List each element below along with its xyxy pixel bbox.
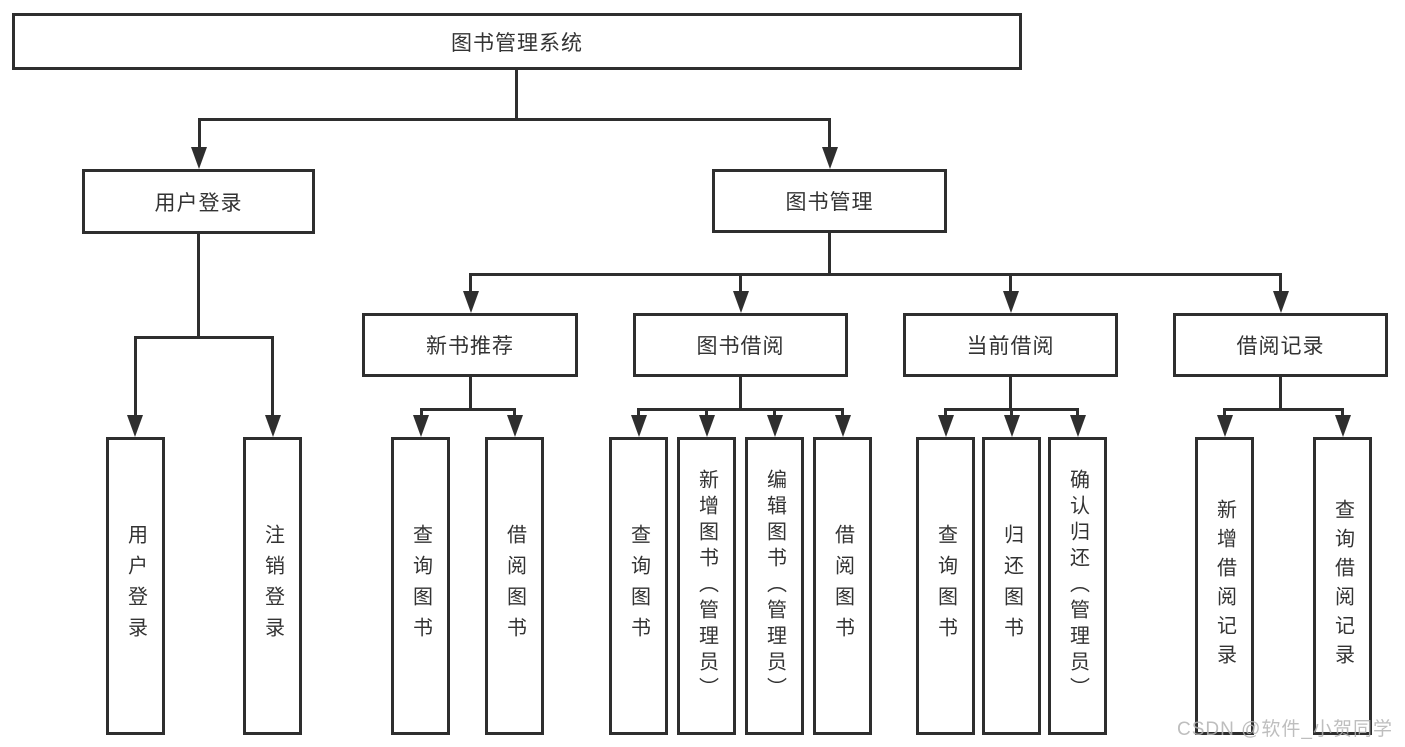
connector-line: [469, 273, 1282, 276]
connector-line: [469, 377, 472, 408]
leaf-record-add-label: 新增借阅记录: [1213, 499, 1236, 673]
arrow-down-icon: [463, 291, 479, 313]
leaf-current-confirm-admin-label: 确认归还（管理员）: [1066, 469, 1089, 703]
connector-line: [1010, 408, 1013, 415]
node-borrow-record-label: 借阅记录: [1236, 335, 1325, 358]
node-book-management: 图书管理: [712, 169, 947, 233]
leaf-newbook-query: 查询图书: [391, 437, 450, 735]
connector-line: [134, 336, 137, 415]
leaf-borrow-edit-admin-label: 编辑图书（管理员）: [763, 469, 786, 703]
node-user-login: 用户登录: [82, 169, 315, 234]
connector-line: [1341, 408, 1344, 415]
arrow-down-icon: [822, 147, 838, 169]
leaf-user-login-label: 用户登录: [124, 524, 147, 648]
csdn-watermark: CSDN @软件_小贺同学: [1177, 719, 1393, 740]
arrow-down-icon: [699, 415, 715, 437]
leaf-record-query: 查询借阅记录: [1313, 437, 1372, 735]
node-root-label: 图书管理系统: [451, 31, 583, 55]
connector-line: [198, 118, 831, 121]
leaf-record-query-label: 查询借阅记录: [1331, 499, 1354, 673]
leaf-borrow-book-label: 借阅图书: [831, 524, 854, 648]
node-borrow-record: 借阅记录: [1173, 313, 1388, 377]
connector-line: [828, 233, 831, 273]
arrow-down-icon: [127, 415, 143, 437]
leaf-newbook-borrow-label: 借阅图书: [503, 524, 526, 648]
arrow-down-icon: [1217, 415, 1233, 437]
leaf-current-query-label: 查询图书: [934, 524, 957, 648]
arrow-down-icon: [1004, 415, 1020, 437]
leaf-user-login: 用户登录: [106, 437, 165, 735]
connector-line: [469, 273, 472, 291]
connector-line: [739, 273, 742, 291]
connector-line: [1076, 408, 1079, 415]
node-user-login-label: 用户登录: [154, 191, 243, 215]
connector-line: [1009, 273, 1012, 291]
leaf-current-query: 查询图书: [916, 437, 975, 735]
arrow-down-icon: [1335, 415, 1351, 437]
leaf-borrow-edit-admin: 编辑图书（管理员）: [745, 437, 804, 735]
arrow-down-icon: [733, 291, 749, 313]
node-current-borrow-label: 当前借阅: [966, 335, 1055, 358]
leaf-borrow-add-admin: 新增图书（管理员）: [677, 437, 736, 735]
connector-line: [515, 69, 518, 118]
connector-line: [271, 336, 274, 415]
leaf-logout: 注销登录: [243, 437, 302, 735]
arrow-down-icon: [938, 415, 954, 437]
connector-line: [420, 408, 423, 415]
arrow-down-icon: [835, 415, 851, 437]
node-book-management-label: 图书管理: [785, 191, 874, 214]
leaf-newbook-query-label: 查询图书: [409, 524, 432, 648]
connector-line: [637, 408, 640, 415]
node-new-book-recommend: 新书推荐: [362, 313, 578, 377]
connector-line: [828, 118, 831, 147]
leaf-current-return-label: 归还图书: [1000, 524, 1023, 648]
node-book-borrow: 图书借阅: [633, 313, 848, 377]
connector-line: [773, 408, 776, 415]
connector-line: [841, 408, 844, 415]
connector-line: [197, 233, 200, 336]
arrow-down-icon: [1003, 291, 1019, 313]
arrow-down-icon: [1273, 291, 1289, 313]
arrow-down-icon: [507, 415, 523, 437]
leaf-borrow-query-label: 查询图书: [627, 524, 650, 648]
connector-line: [1009, 377, 1012, 408]
leaf-borrow-query: 查询图书: [609, 437, 668, 735]
connector-line: [513, 408, 516, 415]
arrow-down-icon: [767, 415, 783, 437]
connector-line: [420, 408, 515, 411]
node-root: 图书管理系统: [12, 13, 1022, 70]
arrow-down-icon: [265, 415, 281, 437]
leaf-current-confirm-admin: 确认归还（管理员）: [1048, 437, 1107, 735]
leaf-borrow-add-admin-label: 新增图书（管理员）: [695, 469, 718, 703]
connector-line: [134, 336, 274, 339]
connector-line: [944, 408, 947, 415]
connector-line: [1223, 408, 1226, 415]
arrow-down-icon: [413, 415, 429, 437]
connector-line: [198, 118, 201, 147]
arrow-down-icon: [191, 147, 207, 169]
leaf-logout-label: 注销登录: [261, 524, 284, 648]
leaf-record-add: 新增借阅记录: [1195, 437, 1254, 735]
connector-line: [739, 377, 742, 408]
leaf-newbook-borrow: 借阅图书: [485, 437, 544, 735]
node-new-book-recommend-label: 新书推荐: [426, 335, 514, 358]
connector-line: [1279, 377, 1282, 408]
connector-line: [1223, 408, 1343, 411]
connector-line: [637, 408, 843, 411]
leaf-borrow-book: 借阅图书: [813, 437, 872, 735]
arrow-down-icon: [1070, 415, 1086, 437]
arrow-down-icon: [631, 415, 647, 437]
node-book-borrow-label: 图书借阅: [696, 335, 785, 358]
connector-line: [1279, 273, 1282, 291]
leaf-current-return: 归还图书: [982, 437, 1041, 735]
connector-line: [705, 408, 708, 415]
node-current-borrow: 当前借阅: [903, 313, 1118, 377]
